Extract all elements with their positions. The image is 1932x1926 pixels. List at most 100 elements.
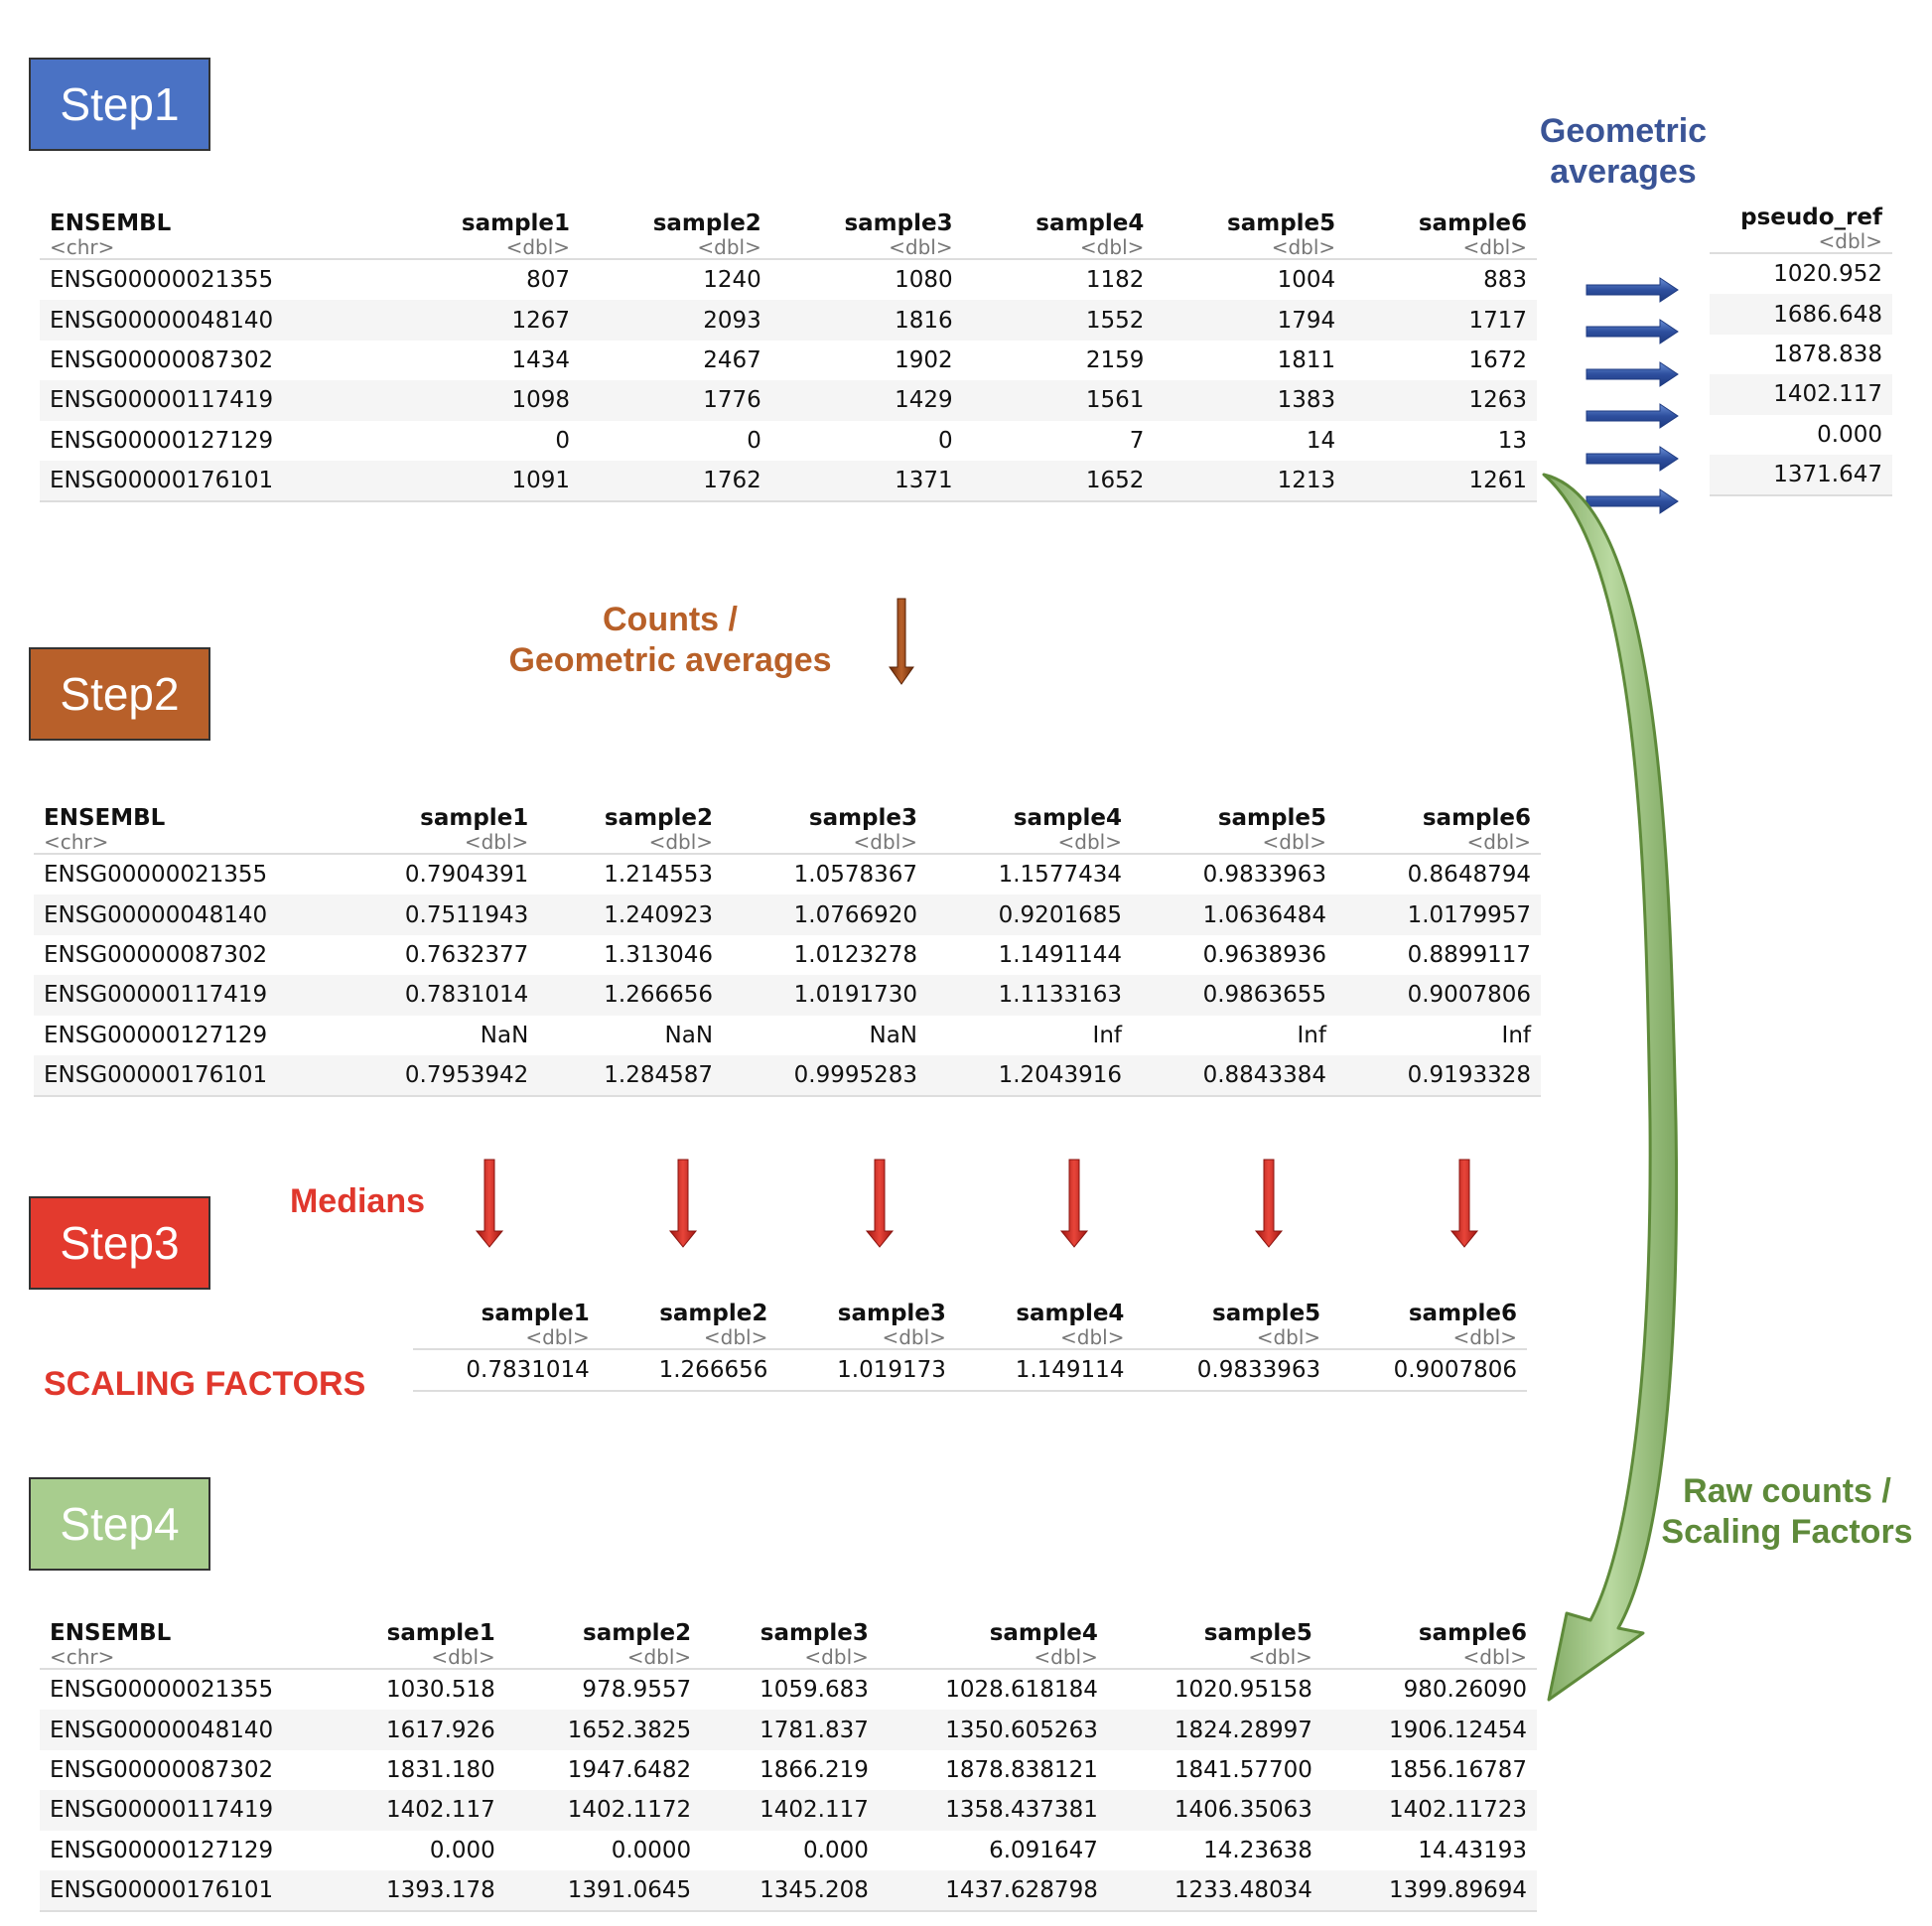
column-name: sample1	[461, 210, 571, 236]
table-cell: 1.0636484	[1202, 901, 1326, 928]
table-cell: 1358.437381	[945, 1797, 1098, 1824]
column-name: sample6	[1418, 1620, 1527, 1646]
column-name: sample6	[1418, 210, 1527, 236]
table-cell: 0.7953942	[404, 1062, 529, 1089]
column-type: <dbl>	[431, 1645, 495, 1669]
column-header: sample5<dbl>	[1134, 1301, 1330, 1349]
table-cell: 0.9007806	[1393, 1357, 1517, 1384]
raw-counts-table: ENSEMBL<chr>sample1<dbl>sample2<dbl>samp…	[40, 210, 1537, 502]
table-cell: 0.000	[1817, 421, 1882, 448]
table-cell: NaN	[664, 1022, 714, 1048]
down-arrow-icon	[889, 598, 914, 685]
table-cell: NaN	[869, 1022, 918, 1048]
table-row: 1878.838	[1710, 335, 1892, 374]
header-row: sample1<dbl>sample2<dbl>sample3<dbl>samp…	[413, 1301, 1527, 1349]
table-cell: 1406.35063	[1173, 1797, 1312, 1824]
table-cell: 1.1133163	[998, 982, 1122, 1009]
scaling-factors-note: SCALING FACTORS	[44, 1365, 366, 1403]
column-type: <dbl>	[804, 1645, 869, 1669]
column-header: sample3<dbl>	[701, 1620, 879, 1669]
column-header: sample1<dbl>	[413, 1301, 600, 1349]
table-cell: 14.43193	[1418, 1837, 1527, 1863]
table-cell: 1.0179957	[1407, 901, 1531, 928]
column-name: sample5	[1227, 210, 1336, 236]
table-cell: 1240	[703, 267, 761, 294]
column-name: ENSEMBL	[44, 805, 166, 831]
ratio-table: ENSEMBL<chr>sample1<dbl>sample2<dbl>samp…	[34, 805, 1541, 1097]
table-cell: 1059.683	[759, 1677, 869, 1704]
table-cell: 1.214553	[604, 862, 714, 889]
column-type: <dbl>	[1256, 1325, 1321, 1349]
table-cell: 807	[526, 267, 571, 294]
column-type: <dbl>	[1034, 1645, 1098, 1669]
table-cell: 0.9193328	[1407, 1062, 1531, 1089]
table-cell: 1824.28997	[1173, 1717, 1312, 1743]
column-type: <dbl>	[882, 1325, 946, 1349]
column-header: sample1<dbl>	[380, 210, 580, 259]
table-cell: ENSG00000127129	[50, 1837, 274, 1863]
table-cell: 1030.518	[386, 1677, 495, 1704]
table-cell: 0.8648794	[1407, 862, 1531, 889]
column-type: <dbl>	[1271, 235, 1336, 259]
column-name: sample6	[1408, 1301, 1517, 1326]
down-arrow-icon	[865, 1159, 895, 1248]
table-row: 1371.647	[1710, 454, 1892, 496]
table-cell: 1762	[703, 468, 761, 494]
column-header: sample3<dbl>	[723, 805, 927, 854]
table-cell: ENSG00000117419	[44, 982, 268, 1009]
table-cell: 1402.117	[759, 1797, 869, 1824]
table-cell: ENSG00000048140	[50, 307, 274, 334]
table-cell: 978.9557	[582, 1677, 692, 1704]
table-cell: 1841.57700	[1173, 1756, 1312, 1783]
table-cell: 1561	[1085, 387, 1145, 414]
column-type: <dbl>	[1079, 235, 1145, 259]
table-cell: 0.7831014	[466, 1357, 590, 1384]
column-type: <dbl>	[648, 830, 714, 854]
table-cell: 1267	[511, 307, 571, 334]
column-header: sample5<dbl>	[1108, 1620, 1322, 1669]
column-header: sample4<dbl>	[927, 805, 1132, 854]
header-row: ENSEMBL<chr>sample1<dbl>sample2<dbl>samp…	[40, 1620, 1537, 1669]
table-cell: 1391.0645	[567, 1877, 692, 1904]
table-cell: 0.000	[803, 1837, 869, 1863]
table-cell: 0.7632377	[404, 941, 529, 968]
table-cell: 1717	[1468, 307, 1527, 334]
right-arrow-icon	[1586, 403, 1679, 429]
table-cell: 1.284587	[604, 1062, 714, 1089]
column-type: <dbl>	[1462, 235, 1527, 259]
down-arrow-icon	[668, 1159, 698, 1248]
table-cell: 1816	[895, 307, 953, 334]
table-cell: 0	[555, 427, 571, 454]
table-cell: ENSG00000021355	[50, 267, 274, 294]
table-cell: ENSG00000048140	[44, 901, 268, 928]
column-header: sample2<dbl>	[580, 210, 771, 259]
table-cell: 1020.95158	[1173, 1677, 1312, 1704]
table-cell: 1098	[511, 387, 571, 414]
table-cell: ENSG00000176101	[44, 1062, 268, 1089]
column-header: sample4<dbl>	[879, 1620, 1108, 1669]
table-row: 1402.117	[1710, 374, 1892, 415]
column-type: <dbl>	[703, 1325, 768, 1349]
step2-label: Step2	[29, 647, 210, 741]
table-row: 0.000	[1710, 415, 1892, 455]
column-name: sample2	[659, 1301, 768, 1326]
table-cell: 0	[747, 427, 761, 454]
column-header: sample1<dbl>	[309, 1620, 504, 1669]
table-cell: 0.9007806	[1407, 982, 1531, 1009]
table-cell: 1906.12454	[1388, 1717, 1527, 1743]
table-cell: 1.266656	[658, 1357, 768, 1384]
table-cell: 0.9833963	[1202, 862, 1326, 889]
table-cell: 7	[1129, 427, 1145, 454]
curved-arrow-icon	[1542, 473, 1679, 1702]
table-cell: 1.2043916	[998, 1062, 1122, 1089]
column-type: <dbl>	[1452, 1325, 1517, 1349]
column-type: <dbl>	[464, 830, 529, 854]
table-cell: 0.7511943	[404, 901, 529, 928]
